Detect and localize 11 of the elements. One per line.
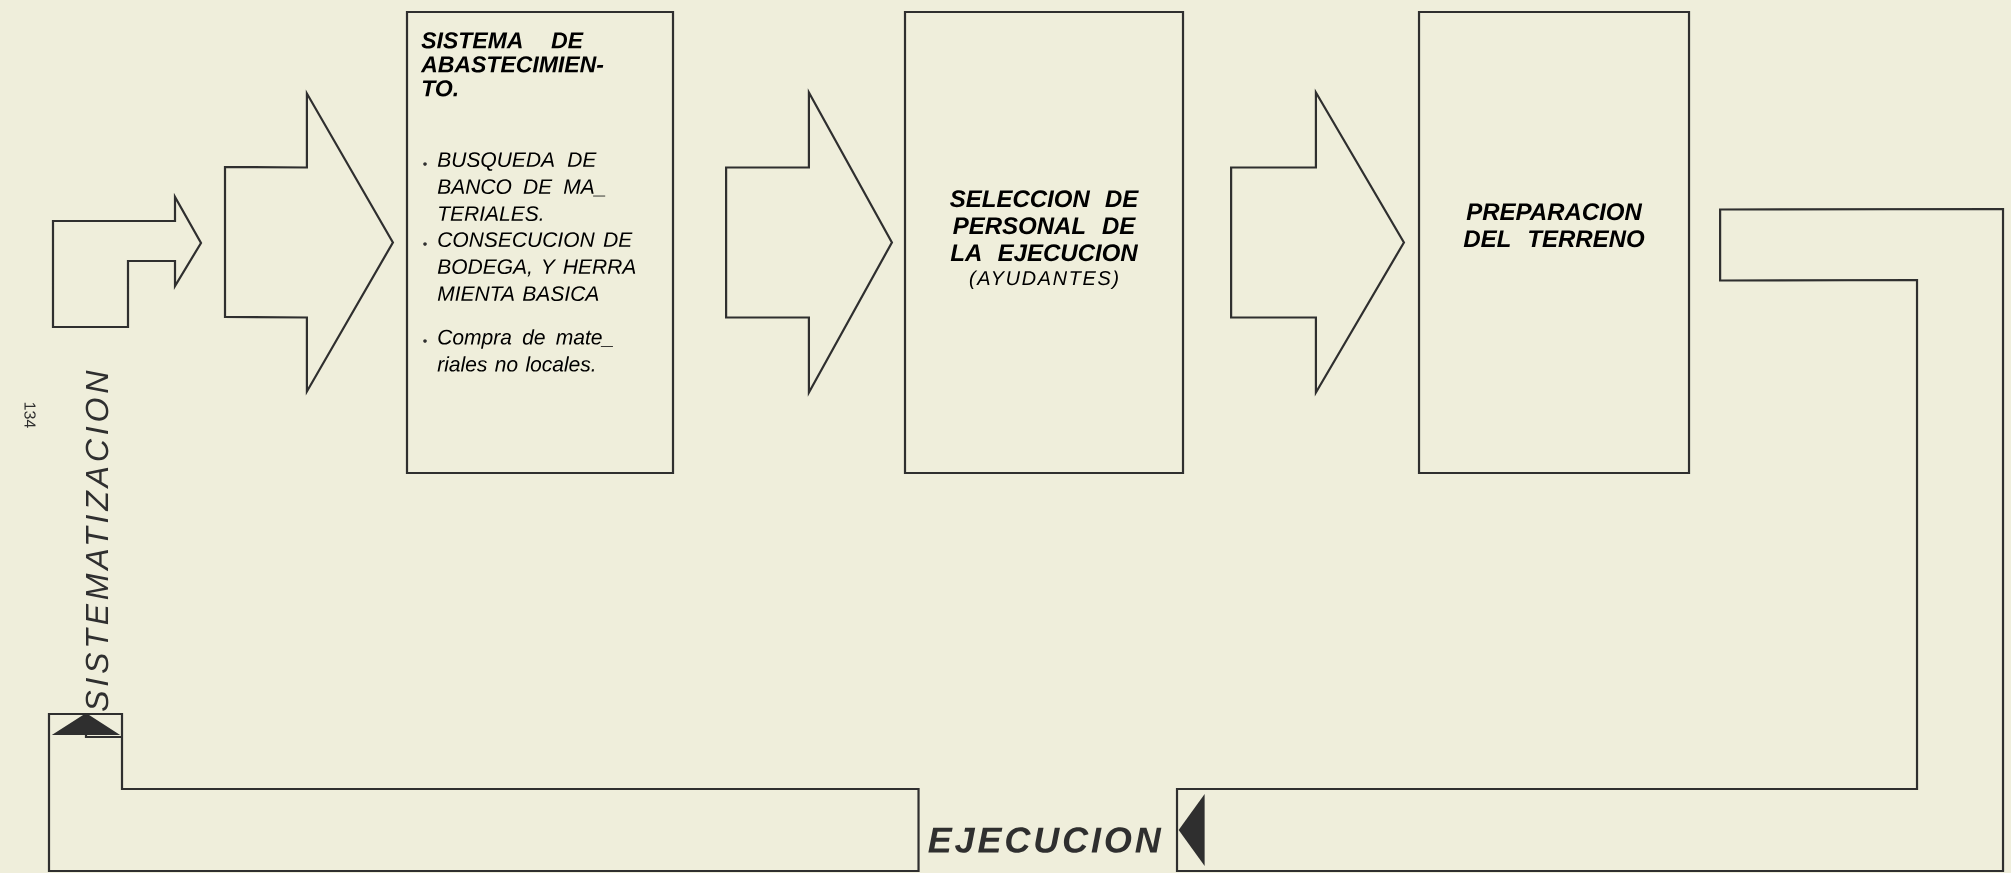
page-number: 134 — [24, 402, 36, 428]
stage-label: SISTEMATIZACION — [85, 370, 109, 711]
stage-label: EJECUCION — [928, 827, 1162, 853]
return-band-arrow — [1175, 207, 2005, 873]
process-box: SELECCION DE PERSONAL DE LA EJECUCION (AYUDANTES) — [903, 10, 1185, 475]
process-box: PREPARACION DEL TERRENO — [1417, 10, 1691, 475]
block-arrow — [725, 88, 894, 397]
block-arrow — [223, 89, 395, 396]
process-box: SISTEMA DE ABASTECIMIEN- TO. BUSQUEDA DE BANCO DE MA_ TERIALES. CONSECUCION DE BODEGA, Y HERRA MIENTA BASICA Compra de mate_ riales no locales. — [405, 10, 675, 475]
return-band-arrow — [47, 712, 920, 873]
block-arrow — [1230, 88, 1406, 397]
